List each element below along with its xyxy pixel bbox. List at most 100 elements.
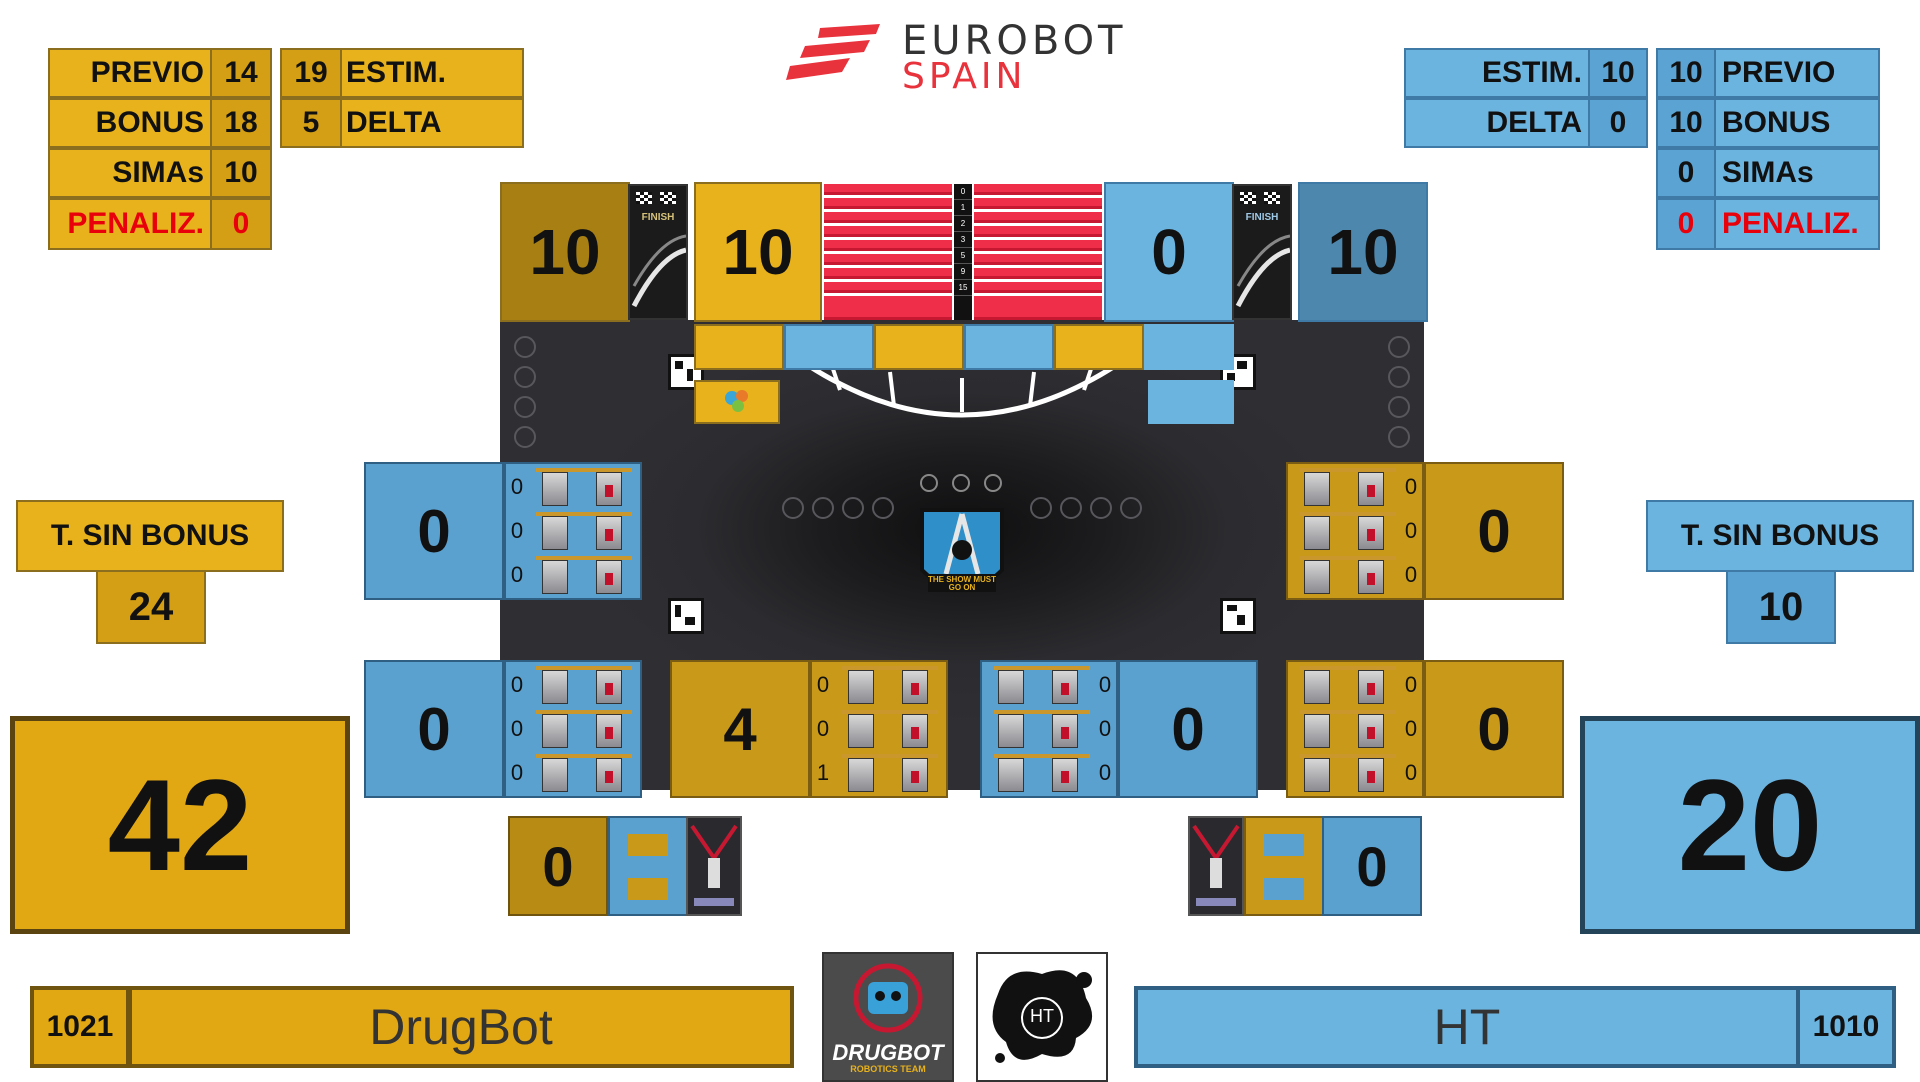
field-marker-circle	[514, 396, 536, 418]
can-icon	[542, 472, 568, 506]
blue-concert-card-icon	[1188, 816, 1244, 916]
blue-penaliz-label: PENALIZ.	[1714, 198, 1880, 250]
can-icon	[542, 758, 568, 792]
zone-center-blue-stack: 0 0 0	[980, 660, 1118, 798]
aruco-tag-icon	[668, 598, 704, 634]
yellow-sin-bonus-label: T. SIN BONUS	[16, 500, 284, 572]
aruco-tag-icon	[1220, 598, 1256, 634]
ht-logo-text: HT	[1030, 1006, 1054, 1026]
blue-total-score: 20	[1580, 716, 1920, 934]
field-marker-circle	[1388, 396, 1410, 418]
blue-backstage-score: 10	[1298, 182, 1428, 322]
blue-delta-value: 0	[1588, 98, 1648, 148]
can-icon	[1052, 714, 1078, 748]
yellow-estim-label: ESTIM.	[340, 48, 524, 98]
can-icon	[902, 670, 928, 704]
blue-stage-score: 0	[1104, 182, 1234, 322]
can-icon	[902, 714, 928, 748]
checkered-flag-icon	[636, 192, 652, 204]
blue-team-name: HT	[1134, 986, 1800, 1068]
yellow-bonus-value: 18	[210, 98, 272, 148]
can-icon	[1358, 714, 1384, 748]
can-icon	[902, 758, 928, 792]
yellow-delta-value: 5	[280, 98, 342, 148]
blue-deposit-block	[964, 324, 1054, 370]
can-icon	[848, 670, 874, 704]
zone-right-bottom-stack: 0 0 0	[1286, 660, 1424, 798]
eurobot-subtitle: SPAIN	[902, 56, 1027, 97]
blue-bonus-value: 10	[1656, 98, 1716, 148]
blue-previo-label: PREVIO	[1714, 48, 1880, 98]
field-marker-circle	[812, 497, 834, 519]
zone-left-bottom-stack: 0 0 0	[504, 660, 642, 798]
stage-red-bars-left	[824, 184, 952, 320]
zone-center-blue-score: 0	[1118, 660, 1258, 798]
zone-center-yellow-score: 4	[670, 660, 810, 798]
field-arc-icon	[798, 357, 1126, 418]
checkered-flag-icon	[660, 192, 676, 204]
drugbot-logo-subtext: ROBOTICS TEAM	[850, 1064, 926, 1074]
blue-deposit-block	[1148, 380, 1234, 424]
blue-estim-value: 10	[1588, 48, 1648, 98]
field-marker-circle	[1030, 497, 1052, 519]
drugbot-logo-text: DRUGBOT	[832, 1040, 944, 1065]
yellow-backstage-score: 10	[500, 182, 630, 322]
ht-logo: HT	[976, 952, 1108, 1082]
stage-red-bars-right	[974, 184, 1102, 320]
blue-estim-label: ESTIM.	[1404, 48, 1590, 98]
yellow-penaliz-value: 0	[210, 198, 272, 250]
field-marker-circle	[1060, 497, 1082, 519]
eurobot-swoosh-icon	[786, 24, 880, 80]
zone-right-top-score: 0	[1424, 462, 1564, 600]
blue-bonus-label: BONUS	[1714, 98, 1880, 148]
field-marker-circle	[1120, 497, 1142, 519]
yellow-bonus-label: BONUS	[48, 98, 212, 148]
field-marker-circle	[842, 497, 864, 519]
game-field: THE SHOW MUST GO ON	[500, 320, 1424, 790]
yellow-finish-label: FINISH	[641, 212, 675, 223]
yellow-pit-score: 0	[508, 816, 608, 916]
can-icon	[1304, 714, 1330, 748]
can-icon	[1358, 472, 1384, 506]
can-icon	[1052, 758, 1078, 792]
robot-logo-icon	[853, 963, 923, 1033]
can-icon	[1358, 516, 1384, 550]
field-marker-circle	[1090, 497, 1112, 519]
checkered-flag-icon	[1240, 192, 1256, 204]
blue-finish-flag: FINISH	[1232, 184, 1292, 320]
can-icon	[998, 714, 1024, 748]
can-icon	[1052, 670, 1078, 704]
yellow-finish-flag: FINISH	[628, 184, 688, 320]
poster-caption: THE SHOW MUST GO ON	[928, 575, 996, 592]
can-icon	[1358, 758, 1384, 792]
can-icon	[1304, 758, 1330, 792]
track-curve-icon	[1235, 234, 1290, 308]
zone-left-top-score: 0	[364, 462, 504, 600]
track-curve-icon	[631, 234, 686, 308]
blue-pit-score: 0	[1322, 816, 1422, 916]
can-icon	[1304, 472, 1330, 506]
yellow-sin-bonus-value: 24	[96, 570, 206, 644]
can-icon	[1304, 670, 1330, 704]
zone-left-bottom-score: 0	[364, 660, 504, 798]
can-icon	[542, 714, 568, 748]
field-marker-circle	[514, 426, 536, 448]
blue-sin-bonus-label: T. SIN BONUS	[1646, 500, 1914, 572]
yellow-previo-label: PREVIO	[48, 48, 212, 98]
ink-splash-icon	[992, 970, 1093, 1063]
yellow-penaliz-label: PENALIZ.	[48, 198, 212, 250]
blue-previo-value: 10	[1656, 48, 1716, 98]
yellow-deposit-block	[874, 324, 964, 370]
can-icon	[596, 472, 622, 506]
eurobot-logo: EUROBOT SPAIN	[780, 18, 1160, 97]
can-icon	[848, 714, 874, 748]
field-marker-circle	[1388, 366, 1410, 388]
yellow-pit-blocks	[608, 816, 688, 916]
can-icon	[542, 670, 568, 704]
sponsor-badge-icon	[984, 474, 1002, 492]
field-marker-circle	[872, 497, 894, 519]
zone-right-bottom-score: 0	[1424, 660, 1564, 798]
can-icon	[1304, 560, 1330, 594]
can-icon	[542, 560, 568, 594]
can-icon	[998, 670, 1024, 704]
